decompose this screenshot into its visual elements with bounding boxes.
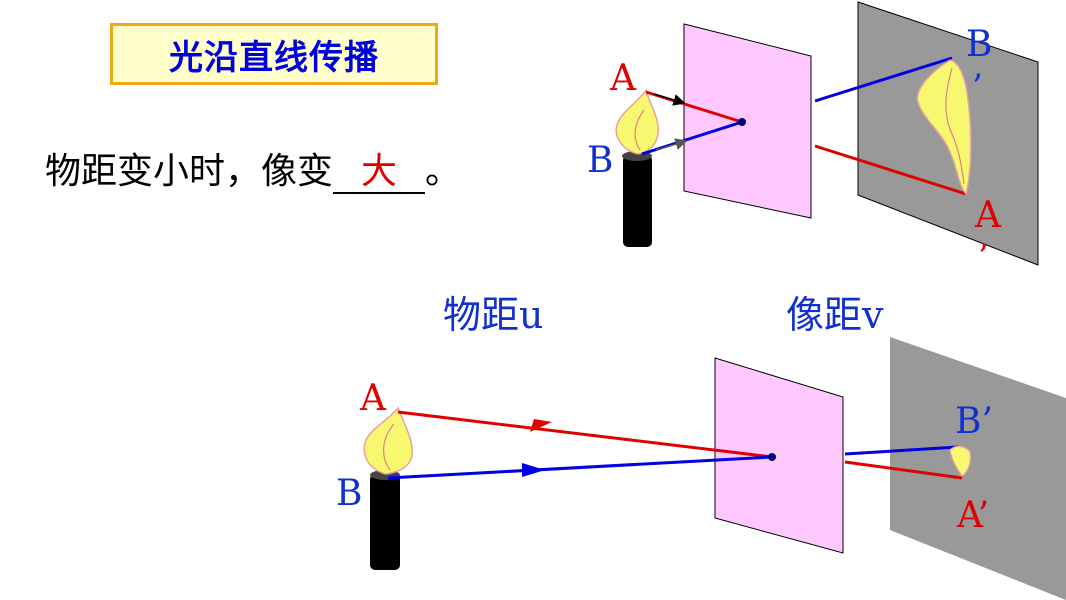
bottom-red-arrowhead bbox=[530, 419, 552, 432]
bottom-candle-flame-inner bbox=[383, 423, 395, 471]
bottom-label-a: A bbox=[359, 378, 387, 419]
bottom-blue-ray bbox=[387, 455, 773, 480]
bottom-blue-ray-image bbox=[844, 445, 959, 456]
top-label-b-image: B bbox=[966, 24, 992, 65]
bottom-image-flame bbox=[949, 445, 972, 477]
bottom-screen bbox=[890, 337, 1066, 600]
answer-blank: 大 bbox=[333, 152, 426, 194]
object-distance-label: 物距u bbox=[443, 293, 543, 337]
top-label-b: B bbox=[587, 140, 613, 181]
bottom-label-b: B bbox=[336, 473, 362, 514]
top-candle-flame-inner bbox=[634, 109, 645, 151]
top-arrow-b bbox=[655, 138, 688, 151]
top-label-a-image-mark: ’ bbox=[978, 237, 989, 277]
title-text: 光沿直线传播 bbox=[169, 37, 379, 78]
bottom-pinhole-board bbox=[714, 357, 844, 554]
top-label-a: A bbox=[609, 58, 637, 99]
bottom-blue-arrowhead bbox=[522, 463, 545, 477]
bottom-label-b-image: B’ bbox=[955, 401, 993, 442]
top-label-b-image-mark: ’ bbox=[972, 67, 983, 107]
bottom-label-a-image: A’ bbox=[956, 495, 989, 536]
bottom-candle-body bbox=[370, 474, 400, 570]
top-image-flame-inner bbox=[945, 67, 965, 185]
top-arrow-a bbox=[653, 93, 686, 106]
top-label-a-image: A bbox=[974, 195, 1002, 236]
top-pinhole-board bbox=[683, 23, 812, 219]
top-candle-body bbox=[623, 155, 652, 247]
bottom-figure: 物距u 像距v A B B’ A’ bbox=[336, 293, 1066, 600]
top-figure: A B B ’ A ’ bbox=[587, 1, 1039, 277]
statement-prefix: 物距变小时，像变 bbox=[45, 151, 334, 192]
top-red-ray-image bbox=[814, 144, 967, 196]
top-image-flame bbox=[916, 59, 972, 196]
image-distance-label: 像距v bbox=[786, 293, 884, 337]
top-pinhole bbox=[738, 118, 746, 126]
statement-suffix: 。 bbox=[425, 151, 462, 192]
bottom-red-ray bbox=[397, 410, 773, 459]
bottom-red-ray-image bbox=[844, 460, 963, 480]
top-blue-ray-image bbox=[814, 56, 953, 103]
bottom-pinhole bbox=[768, 453, 776, 461]
bottom-candle-flame bbox=[363, 406, 413, 475]
question-statement: 物距变小时，像变大。 bbox=[45, 142, 461, 194]
title-box: 光沿直线传播 bbox=[110, 23, 438, 85]
